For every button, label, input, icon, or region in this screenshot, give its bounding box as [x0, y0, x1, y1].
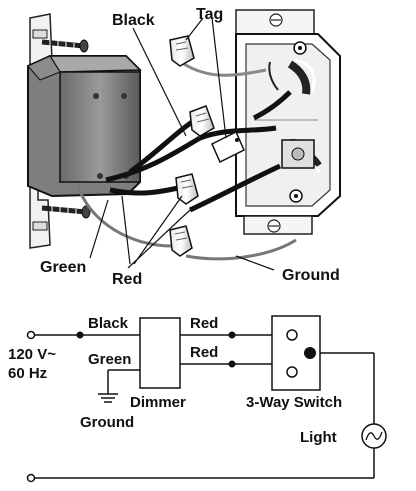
- schematic-label-green: Green: [88, 351, 131, 368]
- schematic-label-supply-voltage: 120 V~: [8, 346, 56, 363]
- junction-dot: [228, 360, 236, 368]
- schematic-label-black: Black: [88, 315, 129, 332]
- electrical-box: [235, 9, 341, 235]
- cable-bundle-top: [268, 58, 316, 95]
- label-tag: Tag: [196, 6, 223, 23]
- wiring-illustration: Black Tag Green Red Ground: [27, 6, 341, 288]
- ground-wire: [185, 238, 297, 261]
- label-ground: Ground: [282, 267, 340, 284]
- tag: [211, 130, 245, 164]
- schematic-label-ground: Ground: [80, 414, 134, 431]
- supply-terminal-neutral: [26, 473, 36, 483]
- junction-dot: [76, 331, 84, 339]
- wiring-schematic: Black Red Red 120 V~ 60 Hz Green Ground …: [8, 315, 387, 483]
- schematic-label-dimmer: Dimmer: [130, 394, 186, 411]
- label-leaders: [89, 17, 275, 271]
- label-black: Black: [112, 12, 155, 29]
- mounting-screw-top: [41, 39, 89, 53]
- schematic-label-three-way-switch: 3-Way Switch: [246, 394, 342, 411]
- label-green: Green: [40, 259, 86, 276]
- three-way-switch-device: [281, 139, 315, 169]
- ground-symbol: [98, 393, 118, 403]
- green-wire: [76, 185, 173, 248]
- dimmer-symbol: [139, 317, 181, 389]
- label-red: Red: [112, 271, 142, 288]
- mounting-screw-bottom: [41, 205, 91, 219]
- schematic-label-red-bottom: Red: [190, 344, 218, 361]
- red-wire-1: [105, 125, 277, 183]
- three-way-switch-symbol: [271, 315, 321, 391]
- schematic-label-supply-frequency: 60 Hz: [8, 365, 47, 382]
- red-wire-2: [109, 163, 282, 213]
- supply-terminal-hot: [26, 330, 36, 340]
- wire-nut-ground: [169, 225, 193, 257]
- schematic-label-red-top: Red: [190, 315, 218, 332]
- schematic-label-light: Light: [300, 429, 337, 446]
- wire-nut-top: [169, 35, 195, 67]
- light-bulb-icon: [361, 423, 387, 449]
- line-wire-top: [183, 62, 267, 77]
- wire-nut-middle: [189, 105, 215, 137]
- dimmer-body: [27, 55, 142, 198]
- junction-dot: [228, 331, 236, 339]
